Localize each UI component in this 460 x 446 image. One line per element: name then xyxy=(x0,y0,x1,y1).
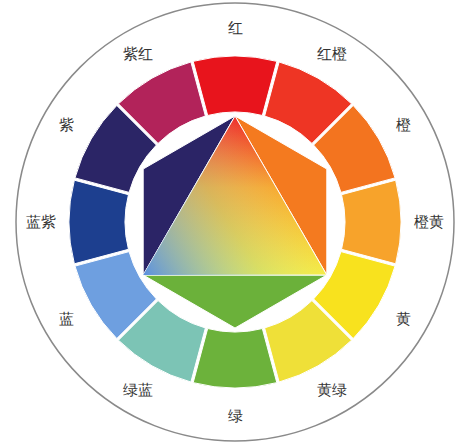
color-segment xyxy=(265,301,352,382)
color-name-label: 红 xyxy=(228,19,243,37)
color-segment xyxy=(342,180,401,264)
color-name-label: 紫红 xyxy=(123,45,153,63)
ring xyxy=(69,56,401,388)
color-segment xyxy=(193,329,277,388)
color-name-label: 绿 xyxy=(228,407,243,425)
color-segment xyxy=(69,180,128,264)
color-name-label: 橙 xyxy=(396,116,411,134)
color-segment xyxy=(193,56,277,115)
color-name-label: 绿蓝 xyxy=(123,381,153,399)
color-name-label: 黄绿 xyxy=(317,381,347,399)
color-name-label: 蓝紫 xyxy=(26,213,56,231)
primary-triangle xyxy=(143,116,327,275)
color-name-label: 橙黄 xyxy=(414,213,444,231)
green-triangle xyxy=(143,275,327,328)
color-name-label: 紫 xyxy=(59,116,74,134)
color-name-label: 红橙 xyxy=(317,45,347,63)
color-segment xyxy=(118,62,205,143)
color-name-label: 蓝 xyxy=(59,310,74,328)
primary-triangle-blue xyxy=(143,116,327,275)
outer-circle xyxy=(16,3,454,441)
color-name-label: 黄 xyxy=(396,310,411,328)
